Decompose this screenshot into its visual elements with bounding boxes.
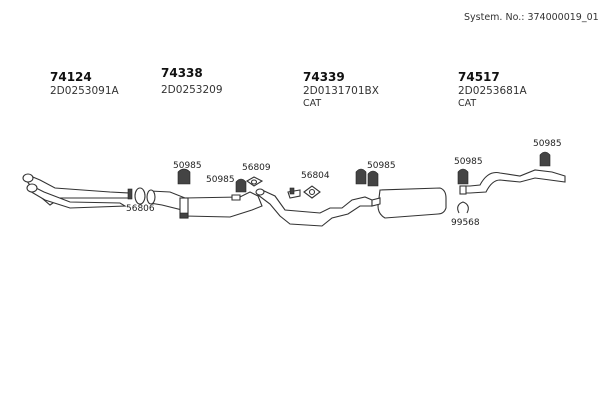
oe-number: 2D0253091A bbox=[50, 85, 119, 97]
oe-number: 2D0131701BX bbox=[303, 85, 379, 97]
gasket[interactable] bbox=[303, 185, 321, 199]
y-pipe[interactable] bbox=[146, 189, 263, 219]
exhaust-clamp[interactable] bbox=[457, 201, 469, 214]
rubber-hanger[interactable] bbox=[539, 151, 551, 167]
callout-label: 56809 bbox=[242, 163, 271, 173]
cat-note: CAT bbox=[303, 98, 322, 109]
part-number[interactable]: 74517 bbox=[458, 70, 500, 84]
callout-label: 50985 bbox=[367, 161, 396, 171]
rubber-hanger[interactable] bbox=[235, 178, 247, 193]
system-number: System. No.: 374000019_01 bbox=[464, 12, 599, 23]
muffler[interactable] bbox=[371, 187, 447, 219]
front-pipe[interactable] bbox=[22, 173, 133, 209]
callout-label: 56806 bbox=[126, 204, 155, 214]
part-number[interactable]: 74124 bbox=[50, 70, 92, 84]
rubber-hanger[interactable] bbox=[355, 168, 379, 187]
tail-pipe[interactable] bbox=[459, 169, 566, 195]
cat-note: CAT bbox=[458, 98, 477, 109]
callout-label: 50985 bbox=[206, 175, 235, 185]
callout-label: 56804 bbox=[301, 171, 330, 181]
oe-number: 2D0253681A bbox=[458, 85, 527, 97]
callout-label: 99568 bbox=[451, 218, 480, 228]
gasket[interactable] bbox=[245, 176, 264, 187]
callout-label: 50985 bbox=[533, 139, 562, 149]
part-number[interactable]: 74338 bbox=[161, 66, 203, 80]
oe-number: 2D0253209 bbox=[161, 84, 223, 96]
callout-label: 50985 bbox=[454, 157, 483, 167]
sealing-ring[interactable] bbox=[134, 187, 146, 205]
part-number[interactable]: 74339 bbox=[303, 70, 345, 84]
rubber-hanger[interactable] bbox=[177, 168, 191, 185]
rubber-hanger[interactable] bbox=[457, 168, 469, 185]
callout-label: 50985 bbox=[173, 161, 202, 171]
